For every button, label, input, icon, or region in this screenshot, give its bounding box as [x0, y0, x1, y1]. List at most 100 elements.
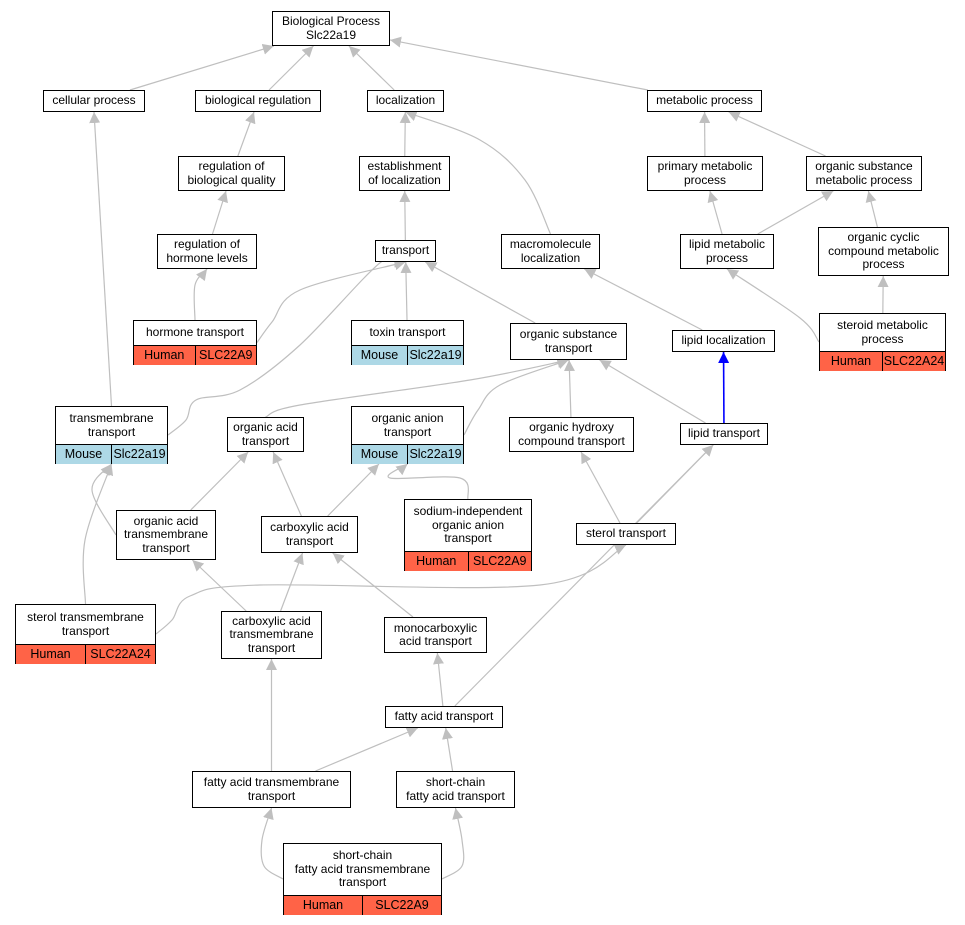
node-label: organic anion transport	[371, 411, 444, 439]
node-rhl[interactable]: regulation of hormone levels	[157, 234, 257, 269]
node-label: lipid transport	[687, 426, 761, 441]
node-label: biological regulation	[204, 93, 312, 108]
node-label: organic substance metabolic process	[815, 159, 913, 187]
gene-cell: SLC22A24	[882, 352, 945, 371]
edge-scfat-to-fat	[442, 727, 454, 772]
node-ost[interactable]: organic substance transport	[510, 323, 627, 360]
edge-occmp-to-osmp	[865, 190, 878, 228]
edge-tmt-to-tr	[167, 255, 406, 436]
edge-oant-to-ost	[463, 358, 569, 436]
edge-mcat-to-cat	[332, 552, 414, 618]
node-cat[interactable]: carboxylic acid transport	[261, 516, 358, 553]
edge-catmt-to-cat	[280, 552, 304, 612]
node-catmt[interactable]: carboxylic acid transmembrane transport	[221, 611, 322, 659]
node-label: organic substance transport	[519, 327, 618, 355]
node-label: fatty acid transport	[394, 709, 494, 724]
node-tr[interactable]: transport	[375, 240, 436, 262]
edge-lt-to-ost	[599, 359, 706, 424]
edge-ml-to-loc	[405, 110, 552, 235]
edge-lmp-to-pmp	[707, 190, 723, 235]
node-mp[interactable]: metabolic process	[647, 90, 762, 112]
edge-cat-to-oat	[272, 451, 302, 517]
edge-fat-to-lt	[454, 444, 714, 707]
node-lt[interactable]: lipid transport	[680, 423, 768, 445]
gene-cell: SLC22A9	[362, 896, 441, 915]
edge-cat-to-oant	[327, 463, 380, 517]
node-label: organic acid transmembrane transport	[123, 513, 209, 555]
node-label: cellular process	[52, 93, 136, 108]
node-label: short-chain fatty acid transport	[406, 775, 505, 803]
node-label: sterol transmembrane transport	[27, 610, 144, 638]
node-br[interactable]: biological regulation	[195, 90, 321, 112]
node-scfatmt[interactable]: short-chain fatty acid transmembrane tra…	[283, 843, 442, 915]
node-loc[interactable]: localization	[367, 90, 444, 112]
edge-lmp-to-osmp	[757, 190, 834, 235]
edge-ost-to-tr	[425, 261, 536, 324]
organism-cell: Human	[16, 645, 85, 664]
node-label: short-chain fatty acid transmembrane tra…	[294, 848, 431, 890]
node-osmp[interactable]: organic substance metabolic process	[806, 156, 922, 191]
node-mcat[interactable]: monocarboxylic acid transport	[384, 617, 487, 653]
node-label: regulation of hormone levels	[166, 237, 248, 265]
edge-smp-to-lmp	[726, 268, 820, 343]
node-label: sodium-independent organic anion transpo…	[413, 504, 523, 546]
edge-br-to-bp	[268, 45, 314, 91]
node-pmp[interactable]: primary metabolic process	[647, 156, 763, 191]
organism-cell: Mouse	[352, 445, 407, 464]
node-label: toxin transport	[369, 325, 446, 340]
node-oat[interactable]: organic acid transport	[227, 417, 304, 452]
node-rbq[interactable]: regulation of biological quality	[178, 156, 285, 191]
node-label: lipid localization	[681, 333, 766, 348]
edge-ll-to-ml	[584, 268, 703, 331]
node-st[interactable]: sterol transport	[576, 523, 676, 545]
edge-tmt-to-cp	[89, 111, 113, 407]
edge-catmt-to-oatmt	[191, 559, 247, 612]
node-cp[interactable]: cellular process	[43, 90, 145, 112]
node-ml[interactable]: macromolecule localization	[501, 234, 600, 269]
organism-cell: Mouse	[56, 445, 111, 464]
edge-tr-to-eol	[399, 190, 411, 241]
node-label: organic acid transport	[233, 420, 298, 448]
node-label: macromolecule localization	[509, 237, 592, 265]
edge-ht-to-tr	[256, 259, 406, 343]
edge-tt-to-tr	[400, 261, 412, 321]
node-label: localization	[375, 93, 436, 108]
edge-oatmt-to-tmt	[91, 463, 117, 536]
node-ll[interactable]: lipid localization	[672, 330, 775, 352]
node-label: carboxylic acid transport	[270, 520, 349, 548]
node-fatmt[interactable]: fatty acid transmembrane transport	[192, 771, 351, 808]
node-sioat[interactable]: sodium-independent organic anion transpo…	[404, 499, 532, 571]
gene-cell: SLC22A24	[85, 645, 155, 664]
edge-ht-to-rhl	[193, 268, 208, 321]
node-occmp[interactable]: organic cyclic compound metabolic proces…	[818, 227, 949, 276]
node-label: Biological Process Slc22a19	[281, 14, 381, 42]
node-oatmt[interactable]: organic acid transmembrane transport	[116, 510, 216, 560]
node-label: organic cyclic compound metabolic proces…	[828, 230, 939, 272]
node-lmp[interactable]: lipid metabolic process	[680, 234, 774, 269]
node-label: transmembrane transport	[69, 411, 154, 439]
node-eol[interactable]: establishment of localization	[359, 156, 450, 191]
edge-st-to-ohct	[580, 451, 621, 524]
gene-cell: Slc22a19	[407, 445, 463, 464]
node-bp[interactable]: Biological Process Slc22a19	[272, 11, 390, 46]
node-scfat[interactable]: short-chain fatty acid transport	[396, 771, 515, 808]
node-label: lipid metabolic process	[688, 237, 766, 265]
edge-stmt-to-st	[155, 544, 627, 635]
edge-oat-to-ost	[265, 356, 569, 418]
node-label: hormone transport	[145, 325, 245, 340]
edge-scfatmt-to-fatmt	[260, 807, 284, 880]
node-fat[interactable]: fatty acid transport	[385, 706, 503, 728]
node-ohct[interactable]: organic hydroxy compound transport	[509, 417, 634, 452]
node-label: carboxylic acid transmembrane transport	[229, 613, 314, 655]
